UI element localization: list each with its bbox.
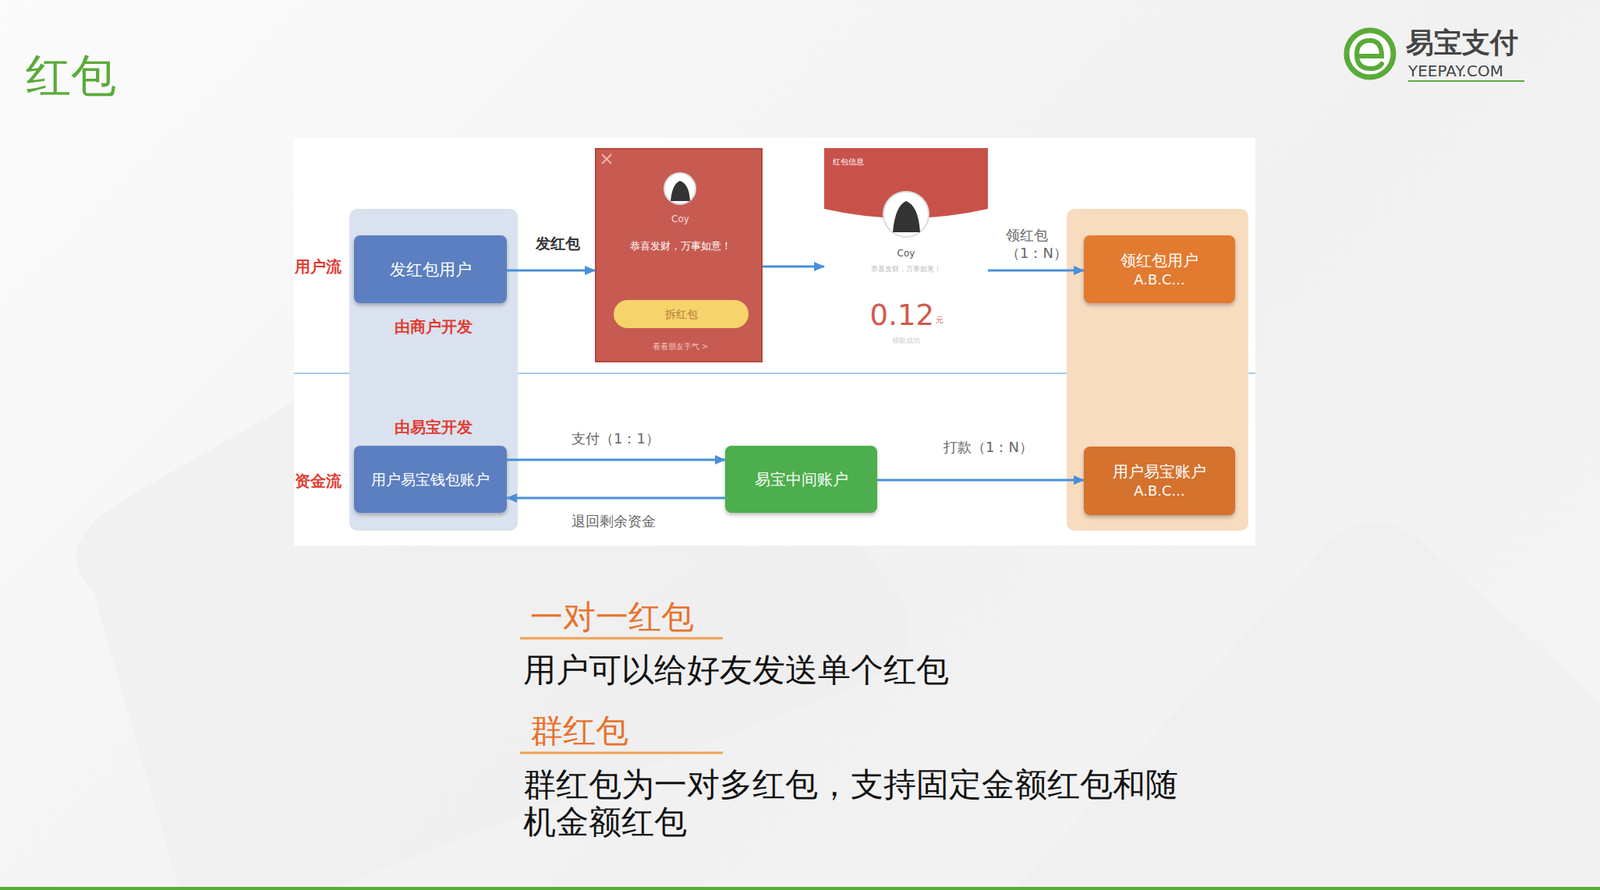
logo-subtext: YEEPAY.COM bbox=[1408, 62, 1504, 81]
node-text: Coy bbox=[824, 247, 988, 260]
footer-line bbox=[0, 887, 1600, 890]
node-text: 用户易宝钱包账户 bbox=[371, 470, 490, 489]
process-box: 发红包用户 bbox=[353, 235, 507, 304]
section-body: 群红包为一对多红包，支持固定金额红包和随机金额红包 bbox=[523, 766, 1202, 842]
node-text: 由商户开发 bbox=[349, 317, 518, 337]
lane-band: 由商户开发由易宝开发 发红包用户用户易宝钱包账户 bbox=[349, 208, 518, 531]
flow-arrow bbox=[506, 459, 726, 462]
diagram-canvas bbox=[293, 138, 1256, 546]
logo-mark bbox=[1356, 40, 1382, 69]
lane-label: 用户流 bbox=[294, 258, 342, 277]
process-box: 用户易宝账户A.B.C... bbox=[1083, 446, 1236, 516]
flow-arrow bbox=[762, 265, 825, 269]
logo-underline bbox=[1408, 80, 1525, 82]
node-text: 0.12 bbox=[857, 297, 935, 334]
logo-text: 易宝支付 bbox=[1405, 26, 1519, 59]
avatar-figure bbox=[892, 201, 921, 233]
edge-label: 支付（1：1） bbox=[571, 429, 660, 448]
edge-label: 退回剩余资金 bbox=[571, 512, 656, 531]
flow-arrow bbox=[987, 269, 1084, 273]
node-text: Coy bbox=[596, 213, 765, 226]
flow-arrow bbox=[877, 479, 1084, 482]
node-text: A.B.C... bbox=[1133, 481, 1186, 500]
node-text: 看看朋友手气 > bbox=[596, 341, 765, 352]
heading-underline bbox=[520, 752, 723, 755]
node-text: 领红包用户 bbox=[1120, 251, 1199, 271]
flow-arrow bbox=[506, 269, 595, 273]
node-text: 用户易宝账户 bbox=[1112, 462, 1207, 482]
node-text: 易宝中间账户 bbox=[754, 470, 849, 490]
node-text: 拆红包 bbox=[613, 300, 749, 329]
node-text: A.B.C... bbox=[1133, 270, 1186, 289]
slide-title: 红包 bbox=[25, 49, 117, 102]
section-heading: 一对一红包 bbox=[530, 598, 694, 637]
process-box: 用户易宝钱包账户 bbox=[353, 446, 507, 514]
node-text: 由易宝开发 bbox=[349, 417, 518, 438]
section-heading: 群红包 bbox=[530, 712, 629, 751]
section-body: 用户可以给好友发送单个红包 bbox=[523, 651, 949, 690]
heading-underline bbox=[520, 637, 723, 641]
node-text: 红包信息 bbox=[832, 156, 927, 167]
background-swoosh bbox=[1013, 522, 1600, 890]
close-icon bbox=[601, 154, 612, 164]
avatar-figure bbox=[670, 180, 691, 202]
screen-card: 红包信息 Coy 恭喜发财，万事如意！ 0.12元领取成功 bbox=[824, 148, 988, 353]
edge-label: 打款（1：N） bbox=[943, 438, 1034, 457]
node-text: 恭喜发财，万事如意！ bbox=[596, 240, 765, 253]
node-text: 发红包用户 bbox=[389, 259, 472, 280]
logo-ring bbox=[1346, 30, 1394, 78]
lane-label: 资金流 bbox=[294, 472, 342, 491]
avatar bbox=[883, 191, 929, 238]
lane-band: 领红包用户A.B.C...用户易宝账户A.B.C... bbox=[1066, 208, 1249, 531]
node-text: 元 bbox=[935, 315, 952, 326]
process-box: 领红包用户A.B.C... bbox=[1083, 235, 1236, 304]
node-text: 领取成功 bbox=[824, 336, 988, 346]
card-header bbox=[824, 148, 988, 219]
screen-card: Coy 恭喜发财，万事如意！ 拆红包看看朋友手气 > bbox=[594, 148, 763, 363]
node-text: 恭喜发财，万事如意！ bbox=[824, 265, 988, 274]
process-box: 易宝中间账户 bbox=[725, 446, 878, 514]
edge-label: 发红包 bbox=[535, 233, 581, 254]
edge-label: 领红包 （1：N） bbox=[1005, 226, 1078, 262]
avatar bbox=[664, 173, 696, 205]
flow-arrow bbox=[506, 497, 726, 500]
